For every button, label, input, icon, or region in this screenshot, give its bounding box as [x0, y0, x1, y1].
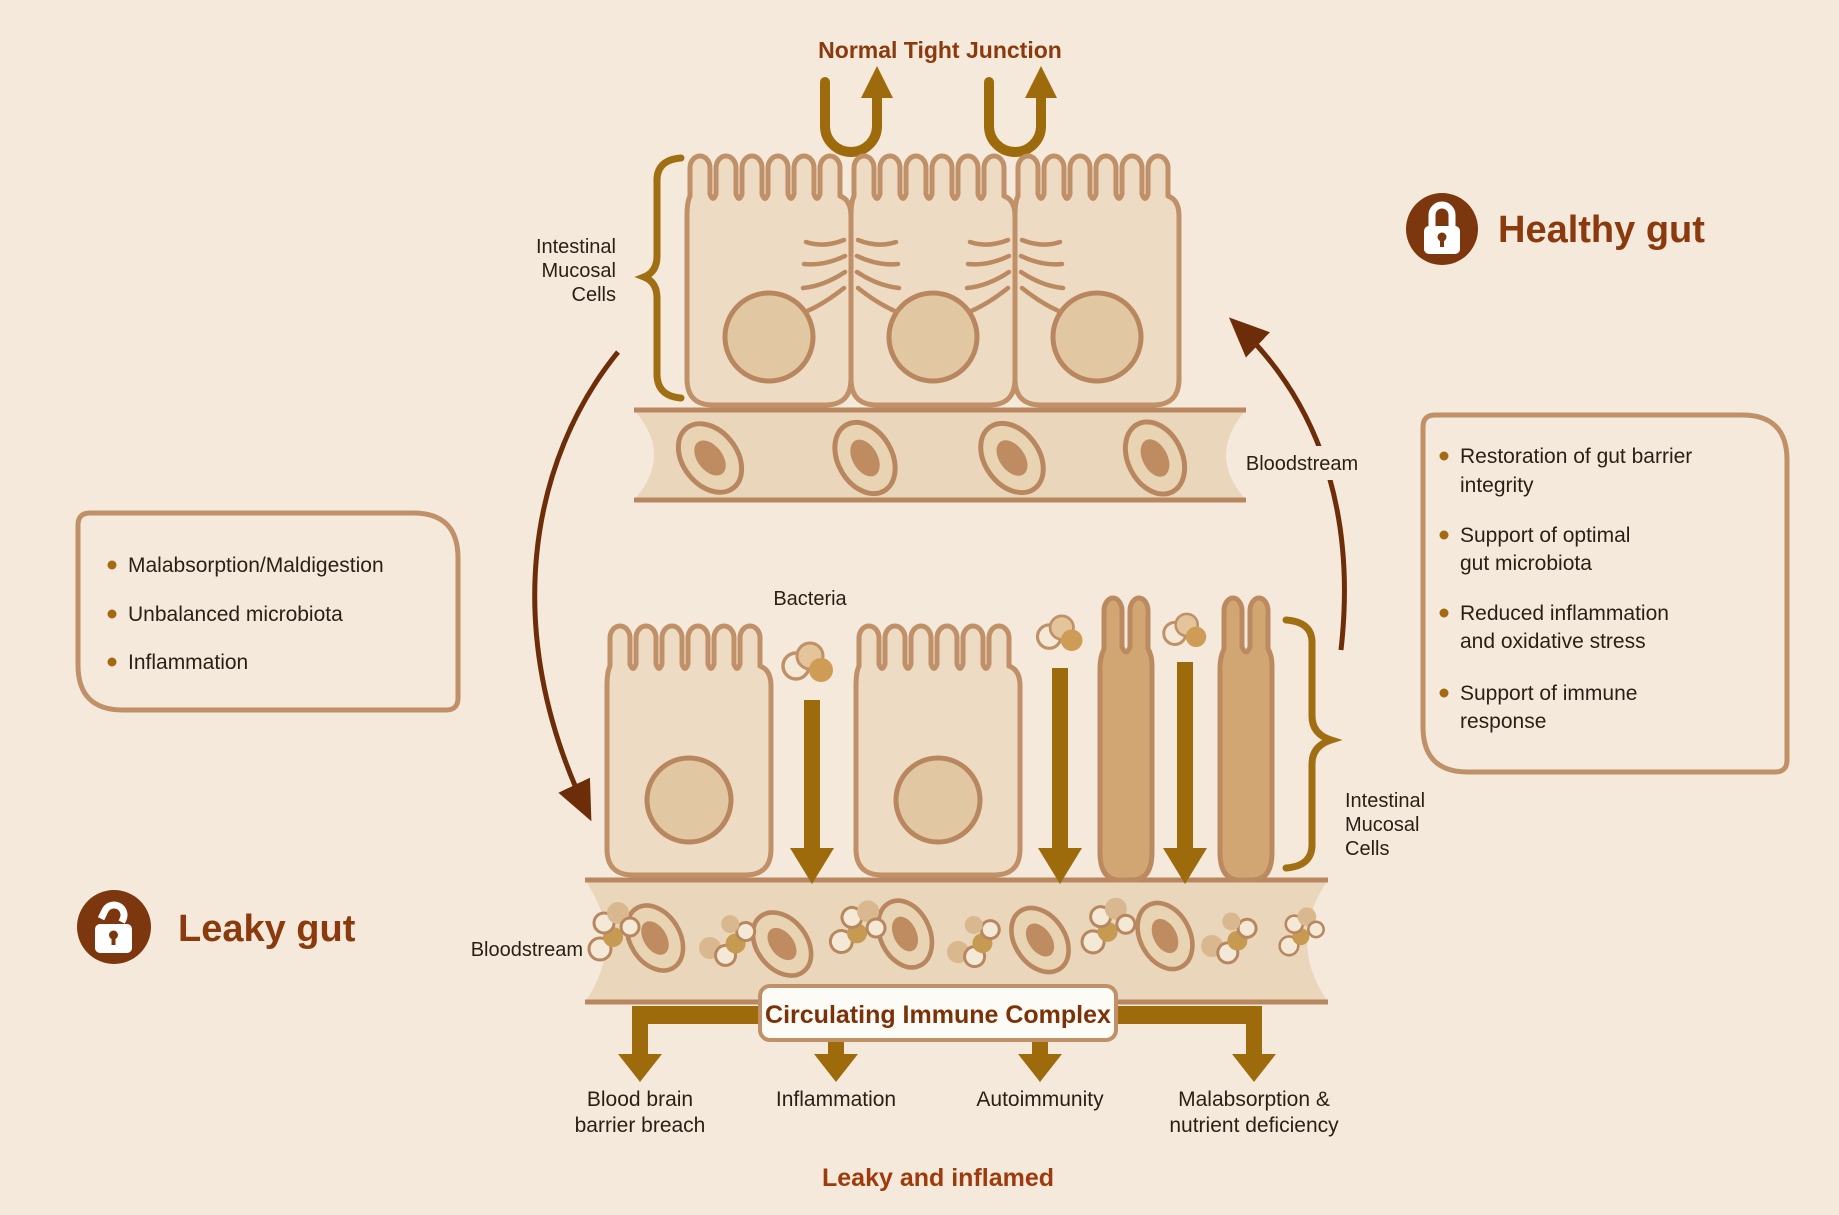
bullet-icon — [1439, 608, 1449, 618]
cell-nucleus — [893, 755, 983, 845]
bacteria-icon — [781, 641, 835, 684]
cell-nucleus — [722, 290, 816, 384]
cell-nucleus — [644, 755, 734, 845]
bullet-icon — [107, 609, 117, 619]
cell-nucleus — [1050, 290, 1144, 384]
healthy-mucosal-cells — [687, 156, 1179, 405]
consequence-item: Malabsorption/Maldigestion — [128, 554, 384, 577]
benefit-item: Restoration of gut barrier integrity Sup… — [1460, 445, 1692, 733]
healthy-section: Normal Tight Junction Intestin — [536, 37, 1705, 505]
tight-junction-arrow-icon — [825, 66, 893, 152]
svg-text:integrity: integrity — [1460, 474, 1534, 497]
down-arrow-head — [1018, 1054, 1062, 1082]
svg-text:Support of immune: Support of immune — [1460, 682, 1637, 705]
stem — [632, 1006, 648, 1054]
svg-text:and oxidative stress: and oxidative stress — [1460, 630, 1646, 653]
healthy-gut-label: Healthy gut — [1498, 209, 1705, 251]
bullet-icon — [1439, 451, 1449, 461]
lock-keyhole — [1437, 232, 1447, 242]
left-brace — [634, 154, 685, 402]
benefits-box-border — [1420, 412, 1790, 775]
bullet-icon — [1439, 688, 1449, 698]
lock-keyhole-stem — [1440, 238, 1444, 247]
svg-text:Intestinal: Intestinal — [536, 236, 616, 258]
leaky-section: Bacteria — [77, 588, 1425, 1192]
damaged-mucosal-cell — [1100, 598, 1152, 880]
healthy-bloodstream-label: Bloodstream — [1234, 446, 1370, 480]
healthy-cells-label: Intestinal Mucosal Cells — [536, 236, 616, 306]
svg-text:Reduced inflammation: Reduced inflammation — [1460, 602, 1669, 625]
svg-text:Bloodstream: Bloodstream — [1246, 453, 1358, 475]
consequence-item: Inflammation — [128, 651, 248, 674]
down-arrow-head — [1163, 848, 1207, 884]
svg-text:Support of optimal: Support of optimal — [1460, 524, 1630, 547]
healthy-gut-heading: Healthy gut — [1406, 193, 1705, 265]
outcome-label: Malabsorption & — [1178, 1088, 1330, 1111]
down-arrow-head — [790, 848, 834, 884]
leaky-bloodstream-label: Bloodstream — [471, 939, 583, 961]
leaky-gut-label: Leaky gut — [178, 908, 356, 950]
svg-text:response: response — [1460, 710, 1546, 733]
svg-text:Mucosal: Mucosal — [542, 260, 616, 282]
badge-text: Circulating Immune Complex — [765, 1001, 1111, 1029]
benefits-box: Restoration of gut barrier integrity Sup… — [1420, 412, 1790, 775]
circulating-immune-complex-badge: Circulating Immune Complex — [758, 984, 1118, 1042]
damaged-mucosal-cell — [1220, 598, 1272, 880]
leaky-cells-label: Intestinal Mucosal Cells — [1345, 790, 1425, 860]
bullet-icon — [107, 657, 117, 667]
open-shackle — [97, 901, 128, 924]
leaky-bloodstream-vessel — [585, 877, 1328, 1005]
svg-text:Mucosal: Mucosal — [1345, 814, 1419, 836]
outcome-label: Autoimmunity — [976, 1088, 1104, 1111]
healthy-bloodstream-vessel — [634, 407, 1246, 505]
down-arrow-head — [618, 1054, 662, 1082]
down-arrow-icon — [1177, 662, 1193, 852]
consequence-item: Unbalanced microbiota — [128, 603, 343, 626]
down-arrow-head — [1232, 1054, 1276, 1082]
lock-shackle — [1428, 201, 1456, 226]
healthy-to-leaky-arrow — [532, 350, 620, 822]
outcome-label: nutrient deficiency — [1169, 1114, 1339, 1137]
bullet-icon — [1439, 530, 1449, 540]
svg-text:Intestinal: Intestinal — [1345, 790, 1425, 812]
cell-nucleus — [886, 290, 980, 384]
outcome-label: barrier breach — [575, 1114, 706, 1137]
consequences-box-border — [75, 510, 461, 713]
label-backing — [1234, 446, 1370, 480]
down-arrow-icon — [804, 700, 820, 852]
bacteria-label: Bacteria — [773, 588, 847, 610]
down-arrow-head — [1038, 848, 1082, 884]
outcome-label: Inflammation — [776, 1088, 896, 1111]
leaky-footer-label: Leaky and inflamed — [822, 1164, 1054, 1192]
bullet-icon — [107, 560, 117, 570]
leaky-mucosal-cells — [607, 598, 1272, 880]
svg-text:Cells: Cells — [1345, 838, 1389, 860]
normal-tight-junction-title: Normal Tight Junction — [818, 37, 1062, 63]
outcome-labels: Blood brain barrier breach Inflammation … — [575, 1088, 1339, 1137]
lock-keyhole-stem — [111, 936, 116, 945]
penetration-arrows — [790, 662, 1207, 884]
bacteria-icon — [1035, 614, 1085, 653]
svg-text:gut microbiota: gut microbiota — [1460, 552, 1592, 575]
leaky-gut-heading: Leaky gut — [77, 890, 356, 964]
badge-box — [758, 984, 1118, 1042]
lock-keyhole — [109, 930, 118, 940]
right-brace — [1282, 616, 1343, 872]
outcome-label: Blood brain — [587, 1088, 693, 1111]
svg-text:Cells: Cells — [572, 284, 616, 306]
down-arrow-icon — [1052, 668, 1068, 852]
bacteria-icon — [1162, 612, 1208, 649]
stem — [1246, 1006, 1262, 1054]
svg-text:Restoration of gut barrier: Restoration of gut barrier — [1460, 445, 1692, 468]
consequences-box: Malabsorption/Maldigestion Unbalanced mi… — [75, 510, 461, 713]
tight-junction-arrow-icon — [989, 66, 1057, 152]
down-arrow-head — [814, 1054, 858, 1082]
